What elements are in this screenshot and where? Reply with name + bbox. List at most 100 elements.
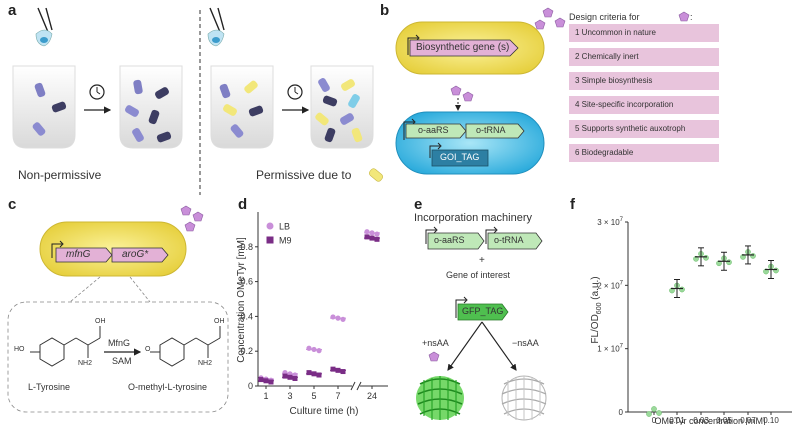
- label-nh2-left: NH2: [78, 360, 93, 367]
- label-nh2-right: NH2: [198, 360, 213, 367]
- y-tick-label-d: 0: [248, 381, 253, 391]
- data-point-d: [330, 366, 336, 372]
- x-tick-label-f: 0.07: [740, 416, 756, 425]
- x-tick-label-f: 0.05: [716, 416, 732, 425]
- data-point-d: [268, 379, 274, 385]
- data-point-f: [703, 254, 709, 261]
- data-point-d: [364, 234, 370, 240]
- y-tick-label-d: 0.2: [240, 346, 253, 356]
- label-goi-tag: GOI_TAG: [440, 152, 480, 162]
- x-tick-label-d: 3: [287, 391, 292, 401]
- panel-letter-b: b: [380, 2, 390, 19]
- data-point-f: [646, 411, 652, 417]
- panel-b-artwork: [395, 7, 690, 175]
- data-point-f: [651, 406, 657, 412]
- data-point-d: [374, 236, 380, 242]
- data-point-d: [340, 316, 346, 322]
- data-point-d: [374, 231, 380, 237]
- data-point-d: [335, 367, 341, 373]
- data-point-d: [311, 346, 317, 353]
- data-point-f: [656, 410, 662, 416]
- y-tick-label-d: 0.6: [240, 277, 253, 287]
- criteria-item: 6 Biodegradable: [569, 144, 719, 162]
- label-arog-gene: aroG*: [122, 249, 149, 260]
- label-mfng-gene: mfnG: [66, 249, 91, 260]
- label-o-aars-e: o-aaRS: [434, 235, 465, 245]
- data-point-d: [306, 370, 312, 376]
- data-point-d: [311, 371, 317, 377]
- label-gfp-tag: GFP_TAG: [462, 306, 504, 316]
- criteria-title: Design criteria for: [569, 12, 640, 22]
- label-enzyme-mfng: MfnG: [108, 338, 131, 348]
- data-point-f: [750, 253, 756, 259]
- y-tick-label-f: 2 × 107: [597, 280, 623, 290]
- x-tick-label-f: 0: [652, 416, 657, 425]
- data-point-f: [773, 267, 779, 274]
- panel-letter-a: a: [8, 2, 17, 19]
- data-point-d: [335, 315, 341, 321]
- x-tick-label-d: 7: [335, 391, 340, 401]
- label-gene-of-interest: Gene of interest: [446, 270, 511, 280]
- y-tick-label-d: 0.8: [240, 242, 253, 252]
- legend-marker-d: [266, 236, 274, 244]
- label-plus-nsaa: +nsAA: [422, 338, 449, 348]
- data-point-d: [364, 229, 370, 235]
- panel-letter-e: e: [414, 196, 423, 213]
- x-tick-label-f: 0.01: [669, 416, 685, 425]
- label-o-trna-b: o-tRNA: [476, 125, 506, 135]
- y-tick-label-f: 3 × 107: [597, 217, 623, 227]
- label-biosynthetic-gene: Biosynthetic gene (s): [416, 42, 510, 53]
- y-tick-label-f: 0: [619, 408, 624, 417]
- data-point-d: [316, 348, 322, 354]
- panel-e-artwork: [416, 226, 547, 421]
- x-tick-label-f: 0.03: [693, 416, 709, 425]
- y-axis-label-f: FL/OD600 (a.u.): [590, 276, 603, 343]
- legend-label-d: LB: [279, 222, 290, 232]
- label-plus: +: [479, 255, 485, 266]
- data-point-d: [306, 345, 312, 351]
- criteria-item: 2 Chemically inert: [569, 48, 719, 66]
- legend-label-d: M9: [279, 236, 292, 246]
- panel-a-artwork: [12, 7, 384, 195]
- label-oh-left: OH: [95, 318, 106, 325]
- data-point-d: [316, 372, 322, 378]
- data-point-d: [369, 235, 375, 241]
- axis-break: [350, 381, 356, 391]
- data-point-f: [726, 259, 732, 266]
- legend-marker-d: [266, 222, 274, 230]
- title-incorporation-machinery: Incorporation machinery: [414, 212, 533, 224]
- x-axis-label-f: OMeTyr concentration [mM]: [654, 416, 765, 425]
- label-o-methyl: O: [145, 346, 151, 353]
- criteria-item: 5 Supports synthetic auxotroph: [569, 120, 719, 138]
- label-o-aars-b: o-aaRS: [418, 125, 449, 135]
- data-point-d: [369, 230, 375, 236]
- label-cofactor-sam: SAM: [112, 356, 132, 366]
- criteria-item: 3 Simple biosynthesis: [569, 72, 719, 90]
- x-tick-label-d: 1: [263, 391, 268, 401]
- caption-non-permissive: Non-permissive: [18, 168, 102, 182]
- data-point-d: [263, 378, 269, 384]
- criteria-title-colon: :: [690, 12, 693, 22]
- gfp-structure-green: [416, 376, 464, 420]
- label-ho: HO: [14, 346, 25, 353]
- y-tick-label-d: 0.4: [240, 311, 253, 321]
- data-point-d: [292, 376, 298, 381]
- criteria-item: 1 Uncommon in nature: [569, 24, 719, 42]
- criteria-item: 4 Site-specific incorporation: [569, 96, 719, 114]
- x-axis-label-d: Culture time (h): [290, 406, 359, 417]
- label-minus-nsaa: −nsAA: [512, 338, 539, 348]
- label-o-trna-e: o-tRNA: [494, 235, 524, 245]
- data-point-d: [282, 373, 288, 379]
- label-l-tyrosine: L-Tyrosine: [28, 382, 71, 392]
- label-o-methyl-l-tyrosine: O-methyl-L-tyrosine: [128, 382, 208, 392]
- data-point-f: [740, 254, 746, 260]
- y-tick-label-f: 1 × 107: [597, 344, 623, 354]
- data-point-d: [330, 314, 336, 320]
- data-point-d: [340, 369, 346, 375]
- panel-c-artwork: [7, 205, 229, 413]
- data-point-f: [679, 286, 685, 293]
- panel-letter-c: c: [8, 196, 17, 213]
